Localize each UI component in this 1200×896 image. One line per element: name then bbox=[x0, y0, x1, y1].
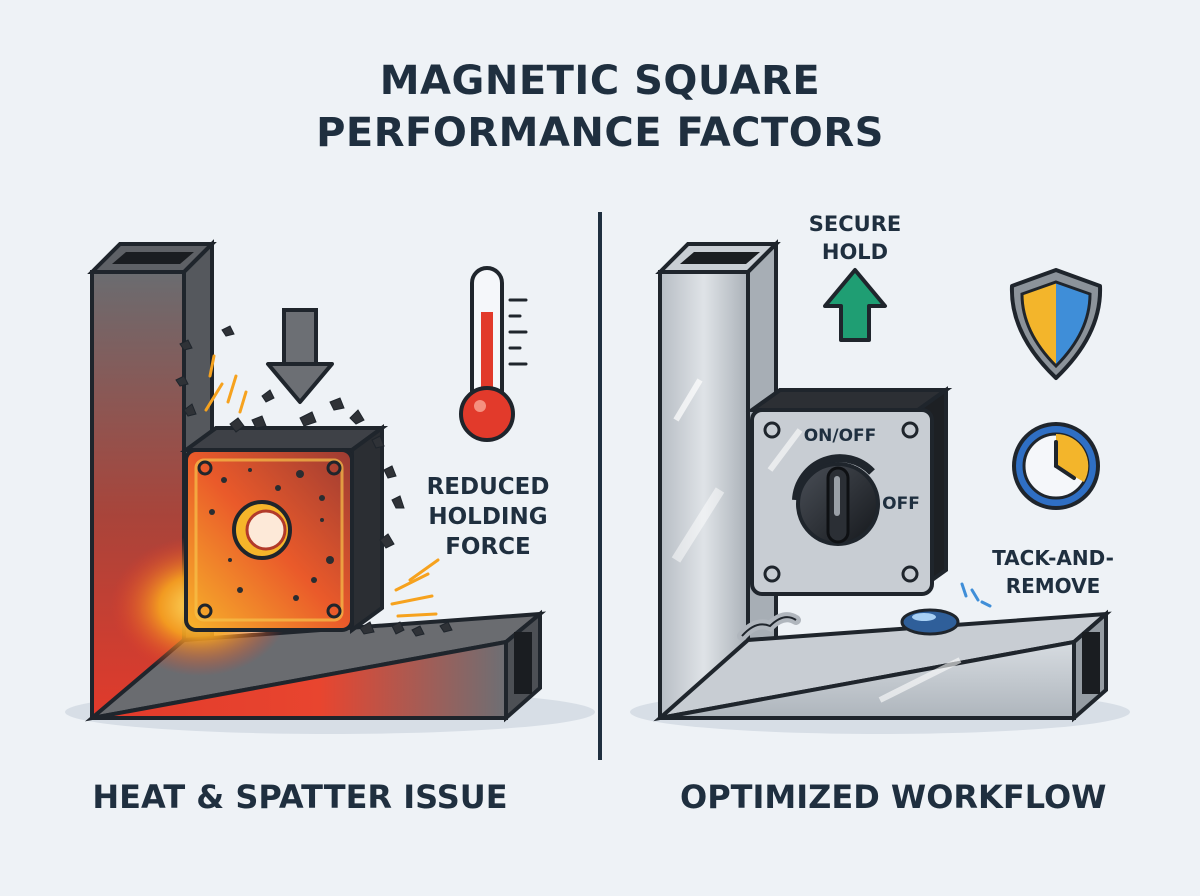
label-line-hold: HOLD bbox=[821, 240, 889, 264]
switchable-magnet bbox=[745, 386, 953, 596]
down-arrow-icon bbox=[266, 308, 334, 404]
label-line-remove: REMOVE bbox=[1005, 574, 1101, 598]
shield-icon bbox=[1009, 268, 1103, 380]
up-arrow-icon bbox=[823, 268, 887, 342]
label-line-force: FORCE bbox=[445, 534, 531, 560]
left-panel-illustration bbox=[65, 239, 595, 734]
right-horizontal-tube bbox=[653, 582, 1112, 723]
secure-hold-label: SECURE HOLD bbox=[800, 210, 910, 266]
right-caption: OPTIMIZED WORKFLOW bbox=[680, 778, 1107, 816]
label-line-holding: HOLDING bbox=[428, 504, 548, 530]
label-line-reduced: REDUCED bbox=[426, 474, 550, 500]
tack-and-remove-label: TACK-AND- REMOVE bbox=[978, 544, 1128, 600]
right-panel-illustration bbox=[630, 239, 1130, 734]
title-line-2: PERFORMANCE FACTORS bbox=[316, 110, 884, 156]
left-caption: HEAT & SPATTER ISSUE bbox=[92, 778, 508, 816]
heated-magnet bbox=[179, 424, 389, 634]
thermometer-icon bbox=[459, 266, 528, 442]
off-label: OFF bbox=[882, 494, 920, 514]
label-line-tack: TACK-AND- bbox=[992, 546, 1114, 570]
on-off-label: ON/OFF bbox=[803, 426, 877, 446]
sparks bbox=[204, 354, 440, 618]
label-line-secure: SECURE bbox=[808, 212, 902, 236]
clock-icon bbox=[1012, 422, 1100, 510]
title-line-1: MAGNETIC SQUARE bbox=[379, 58, 821, 104]
reduced-holding-force-label: REDUCED HOLDING FORCE bbox=[418, 472, 558, 562]
spatter-debris bbox=[175, 325, 453, 637]
